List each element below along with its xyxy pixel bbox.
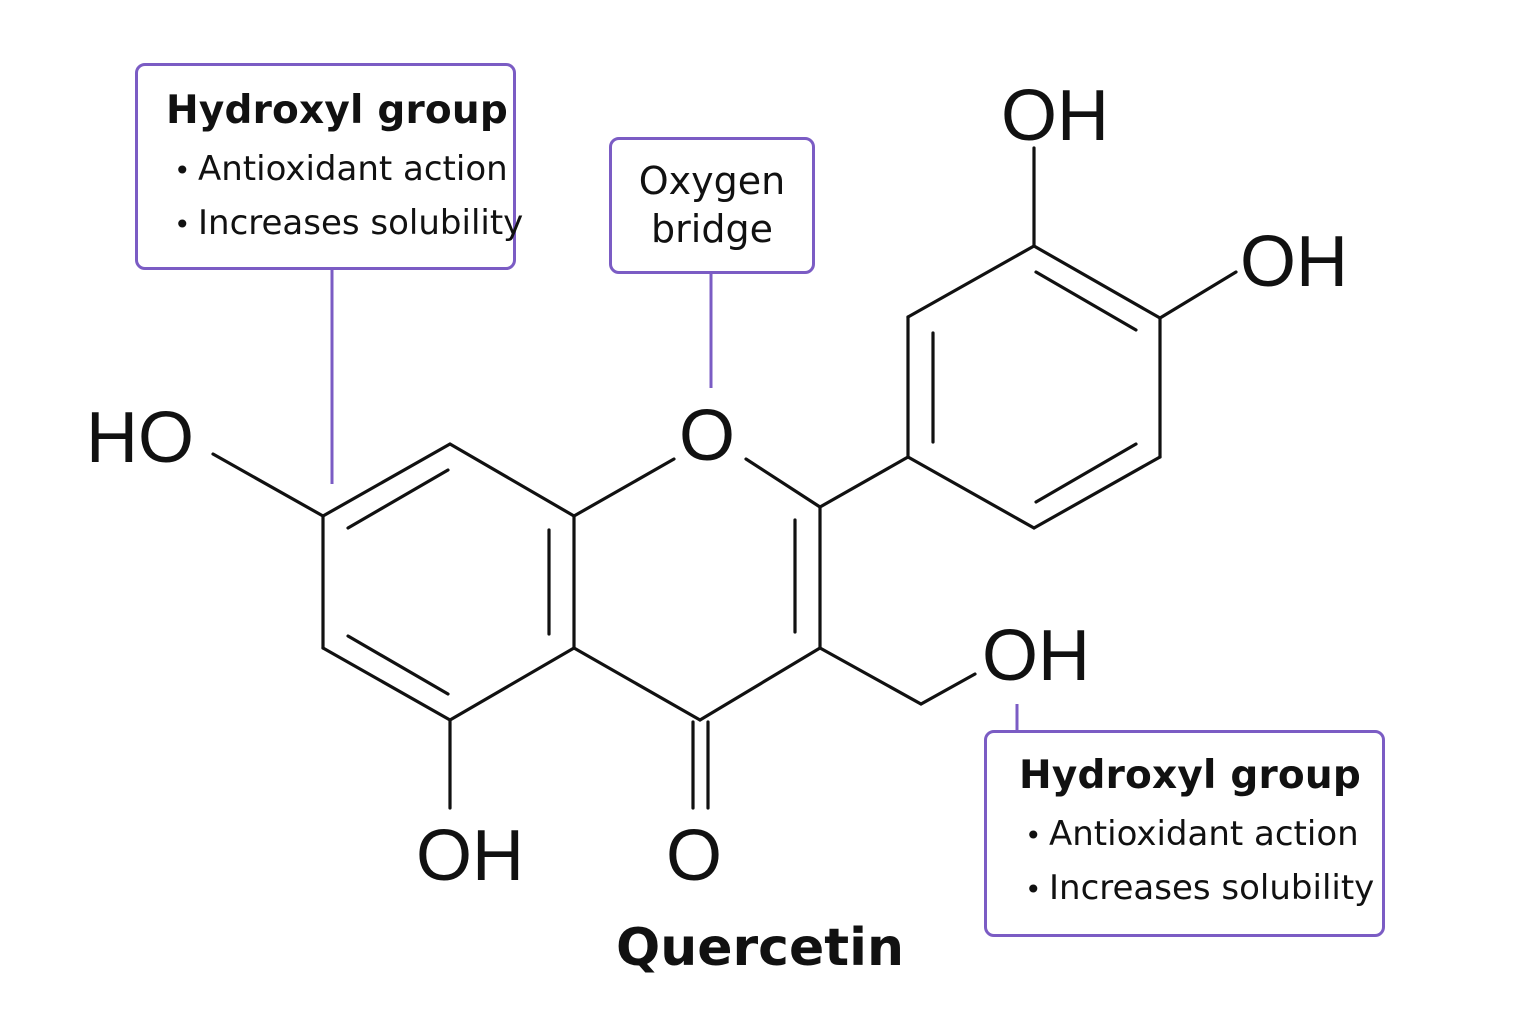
bullet-icon: • (174, 154, 191, 187)
callout-point: •Antioxidant action (174, 143, 513, 197)
callout-heading: Hydroxyl group (1019, 753, 1361, 798)
bullet-icon: • (1025, 873, 1042, 906)
callout-point: •Increases solubility (1025, 862, 1382, 916)
bullet-icon: • (174, 208, 191, 241)
ring-c (572, 457, 822, 810)
label-side-hydroxyl: OH (982, 616, 1090, 696)
callout-point-list: •Antioxidant action •Increases solubilit… (1025, 808, 1382, 916)
callout-point: •Increases solubility (174, 197, 523, 251)
callout-point-list: •Antioxidant action •Increases solubilit… (174, 143, 523, 251)
label-top-hydroxyl: OH (1001, 76, 1109, 156)
callout-bridge-line1: Oxygen (638, 159, 786, 203)
ring-b (818, 244, 1162, 530)
bond-side-hydroxyl (818, 646, 977, 706)
callout-heading: Hydroxyl group (166, 88, 508, 133)
label-left-hydroxyl: HO (86, 398, 194, 478)
callout-bridge-line2: bridge (651, 207, 773, 251)
label-ring-oxygen: O (679, 396, 735, 476)
callout-oxygen-bridge: Oxygen bridge (609, 137, 815, 274)
molecule-name: Quercetin (616, 918, 904, 978)
callout-hydroxyl-right: Hydroxyl group •Antioxidant action •Incr… (984, 730, 1385, 937)
bond-left-hydroxyl (211, 452, 325, 518)
callout-point-text: Increases solubility (1049, 868, 1375, 908)
callout-hydroxyl-left: Hydroxyl group •Antioxidant action •Incr… (135, 63, 523, 270)
callout-point-text: Antioxidant action (1049, 814, 1359, 854)
callout-point-text: Increases solubility (198, 203, 524, 243)
bullet-icon: • (1025, 819, 1042, 852)
bond-right-hydroxyl (1158, 270, 1238, 320)
ring-a (321, 442, 576, 722)
callout-point: •Antioxidant action (1025, 808, 1382, 862)
label-carbonyl-oxygen: O (666, 816, 722, 896)
label-right-hydroxyl: OH (1240, 222, 1348, 302)
label-bottom-hydroxyl: OH (416, 816, 524, 896)
callout-point-text: Antioxidant action (198, 149, 508, 189)
